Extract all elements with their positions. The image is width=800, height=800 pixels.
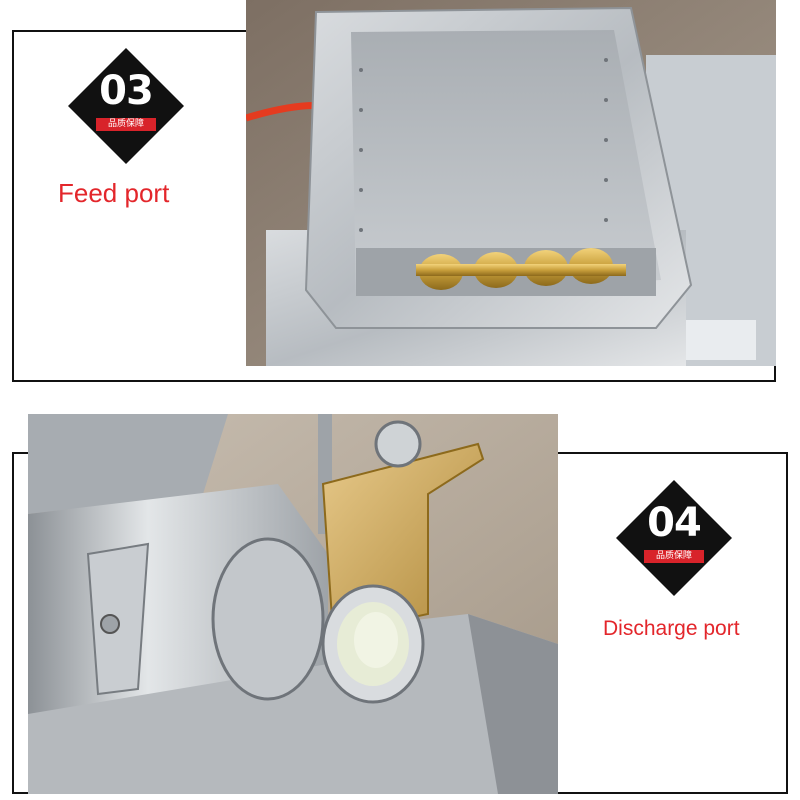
feed-port-photo bbox=[246, 0, 776, 366]
section-number: 04 bbox=[647, 500, 702, 546]
section-number: 03 bbox=[99, 68, 154, 114]
discharge-port-photo bbox=[28, 414, 558, 794]
section-badge-03: 03 品质保障 bbox=[68, 48, 184, 164]
discharge-port-caption: Discharge port bbox=[603, 617, 740, 640]
quality-tag: 品质保障 bbox=[644, 550, 704, 563]
feed-port-caption: Feed port bbox=[58, 178, 170, 208]
quality-tag: 品质保障 bbox=[96, 118, 156, 131]
section-badge-04: 04 品质保障 bbox=[616, 480, 732, 596]
